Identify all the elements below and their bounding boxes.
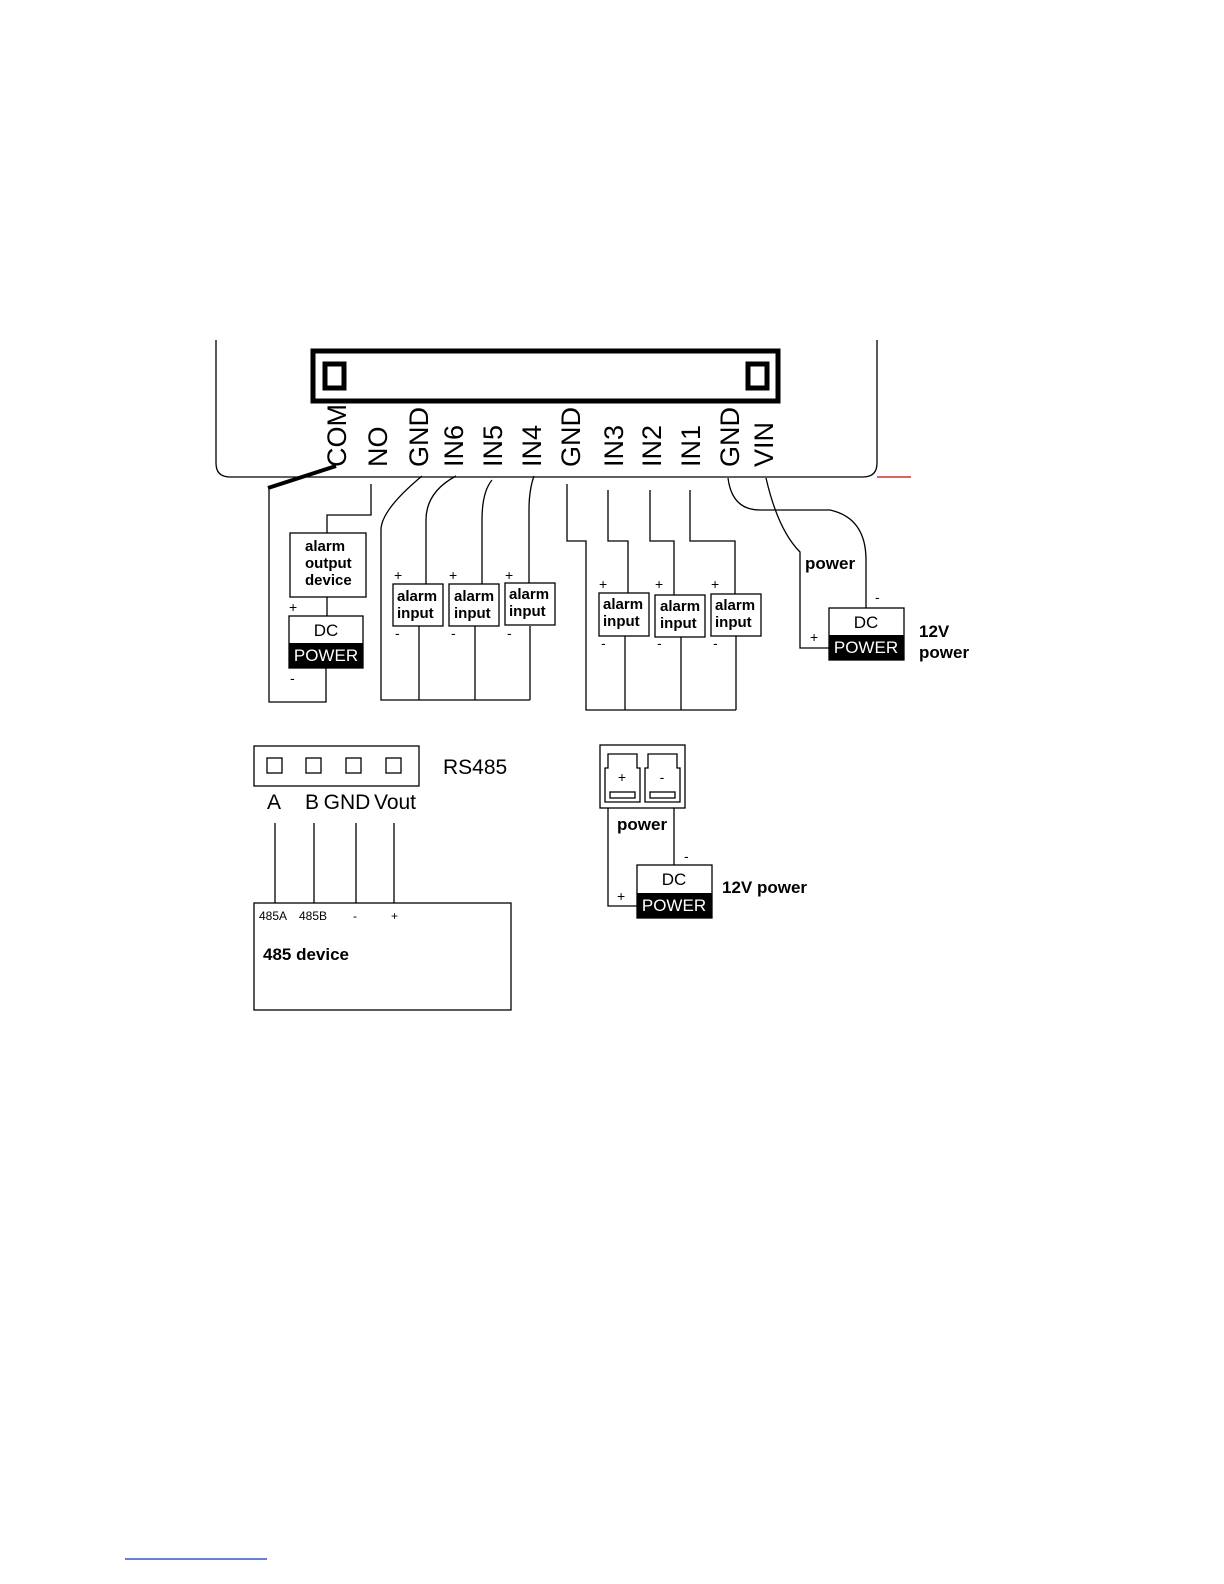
alarm-output-label: output xyxy=(305,555,352,572)
485-device-pin: - xyxy=(353,909,357,923)
pin-label: GND xyxy=(556,407,586,467)
rs485-terminal-label: B xyxy=(305,791,319,814)
alarm-input-label: input xyxy=(660,615,697,632)
alarm-input-label: alarm xyxy=(397,588,437,605)
pin-label: IN1 xyxy=(676,425,706,467)
power-label: power xyxy=(805,554,855,573)
plus-sign: + xyxy=(394,567,402,583)
dc-label: DC xyxy=(662,870,687,889)
dc-label: DC xyxy=(314,621,339,640)
plus-sign: + xyxy=(711,576,719,592)
485-device-pin: 485B xyxy=(299,909,327,923)
rs485-terminal xyxy=(346,758,361,773)
alarm-input-label: input xyxy=(397,605,434,622)
rs485-terminal xyxy=(386,758,401,773)
power-label-inverted: POWER xyxy=(642,896,706,915)
rs485-terminal-label: GND xyxy=(324,791,371,814)
alarm-output-label: device xyxy=(305,572,352,589)
minus-sign: - xyxy=(875,589,880,605)
pin-label: NO xyxy=(363,427,393,468)
pin-label: GND xyxy=(715,407,745,467)
plus-sign: + xyxy=(599,576,607,592)
alarm-output-label: alarm xyxy=(305,538,345,555)
pin-label: IN3 xyxy=(599,425,629,467)
alarm-input-label: input xyxy=(509,603,546,620)
plus-sign: + xyxy=(505,567,513,583)
in4-wire xyxy=(529,476,534,583)
terminal-screw-right xyxy=(748,364,767,388)
connector-minus: - xyxy=(660,769,665,785)
pin-label: IN5 xyxy=(478,425,508,467)
in5-wire xyxy=(482,480,492,584)
minus-sign: - xyxy=(684,848,689,864)
pin-label: COM xyxy=(322,404,352,467)
rs485-terminal xyxy=(306,758,321,773)
alarm-input-label: alarm xyxy=(715,597,755,614)
alarm-input-label: input xyxy=(454,605,491,622)
dc-label: DC xyxy=(854,613,879,632)
connector-contact xyxy=(610,792,635,798)
rs485-terminal-label: A xyxy=(267,791,281,814)
plus-sign: + xyxy=(449,567,457,583)
minus-sign: - xyxy=(657,635,662,651)
alarm-input-label: alarm xyxy=(454,588,494,605)
minus-sign: - xyxy=(713,635,718,651)
plus-sign: + xyxy=(655,576,663,592)
pin-label: IN2 xyxy=(637,425,667,467)
terminal-screw-left xyxy=(325,364,344,388)
in3-wire xyxy=(608,490,628,593)
power-label: power xyxy=(919,643,969,662)
plus-sign: + xyxy=(810,629,818,645)
minus-sign: - xyxy=(601,635,606,651)
connector-contact xyxy=(650,792,675,798)
rs485-title: RS485 xyxy=(443,756,507,779)
gnd-power-wire xyxy=(728,478,866,608)
power-label-inverted: POWER xyxy=(834,638,898,657)
pin-label: IN6 xyxy=(439,425,469,467)
minus-sign: - xyxy=(507,625,512,641)
485-device-pin: 485A xyxy=(259,909,287,923)
alarm-input-label: alarm xyxy=(660,598,700,615)
alarm-input-label: input xyxy=(715,614,752,631)
pin-label: IN4 xyxy=(517,425,547,467)
485-device-pin: + xyxy=(391,909,398,923)
12v-label: 12V xyxy=(919,622,950,641)
power-label-inverted: POWER xyxy=(294,646,358,665)
alarm-input-label: alarm xyxy=(509,586,549,603)
minus-sign: - xyxy=(451,625,456,641)
rs485-terminal-label: Vout xyxy=(374,791,416,814)
pin-label: VIN xyxy=(749,422,779,467)
power-label: power xyxy=(617,815,667,834)
plus-sign: + xyxy=(617,888,625,904)
alarm-input-label: input xyxy=(603,613,640,630)
rs485-terminal xyxy=(267,758,282,773)
485-device-label: 485 device xyxy=(263,945,349,964)
minus-sign: - xyxy=(290,670,295,686)
minus-sign: - xyxy=(395,625,400,641)
pin-label: GND xyxy=(404,407,434,467)
connector-plus: + xyxy=(618,769,626,785)
no-wire xyxy=(327,484,371,533)
plus-sign: + xyxy=(289,599,297,615)
terminal-strip xyxy=(313,351,778,401)
12v-power-label: 12V power xyxy=(722,878,807,897)
alarm-input-label: alarm xyxy=(603,596,643,613)
